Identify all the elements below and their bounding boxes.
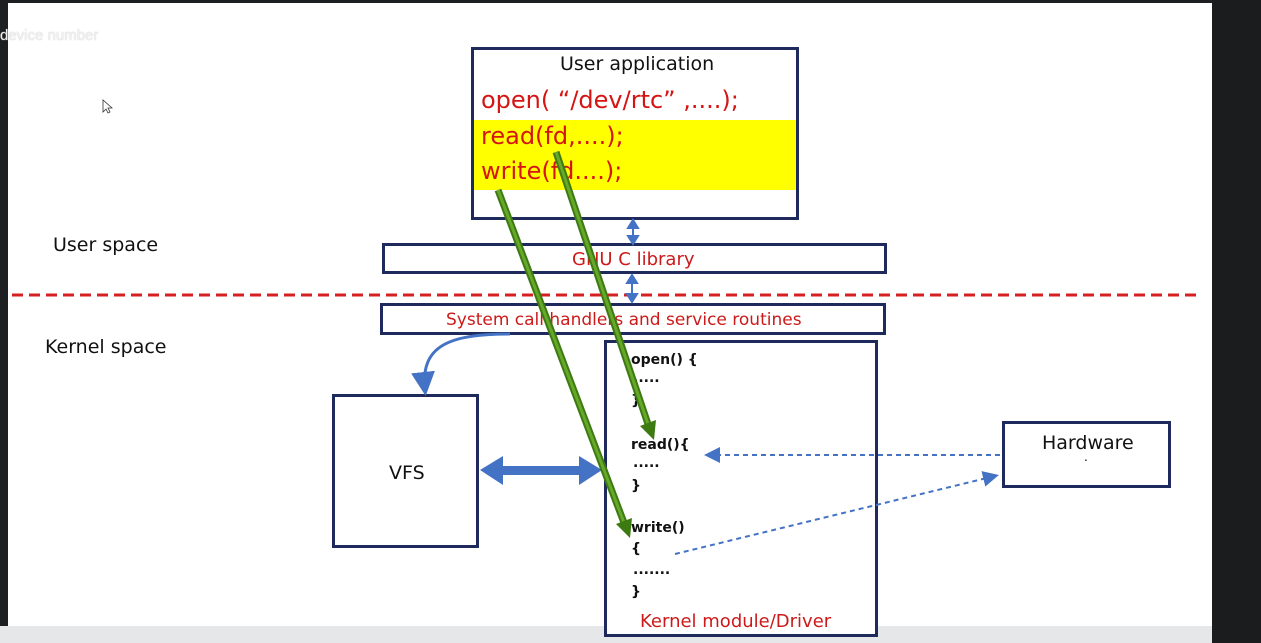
code-line-open: open( “/dev/rtc” ,....); xyxy=(481,86,739,114)
hardware-dot: . xyxy=(1084,450,1088,464)
driver-open-line: open() { xyxy=(631,352,698,368)
driver-read-close: } xyxy=(631,478,641,494)
driver-read-line: read(){ xyxy=(631,437,690,453)
driver-write-line: write() xyxy=(631,520,685,536)
driver-read-body: ..... xyxy=(633,455,660,471)
hardware-box xyxy=(1002,421,1171,488)
vfs-label: VFS xyxy=(389,462,425,484)
driver-write-open: { xyxy=(631,541,641,557)
driver-open-close: } xyxy=(631,393,641,409)
driver-write-body: ....... xyxy=(633,562,671,578)
hardware-label: Hardware xyxy=(1042,432,1134,454)
code-line-write: write(fd....); xyxy=(481,157,623,185)
driver-write-close: } xyxy=(631,584,641,600)
vfs-box xyxy=(332,394,479,548)
system-call-label: System call handlers and service routine… xyxy=(446,310,802,330)
overlay-title: device number xyxy=(0,27,99,44)
driver-open-body: ..... xyxy=(633,370,660,386)
code-line-read: read(fd,....); xyxy=(481,122,624,150)
user-space-label: User space xyxy=(53,234,159,256)
kernel-space-label: Kernel space xyxy=(45,336,167,358)
gnu-c-library-label: GNU C library xyxy=(572,249,695,270)
driver-caption: Kernel module/Driver xyxy=(640,611,832,632)
right-side-panel xyxy=(1212,0,1261,643)
user-application-title: User application xyxy=(560,53,715,75)
